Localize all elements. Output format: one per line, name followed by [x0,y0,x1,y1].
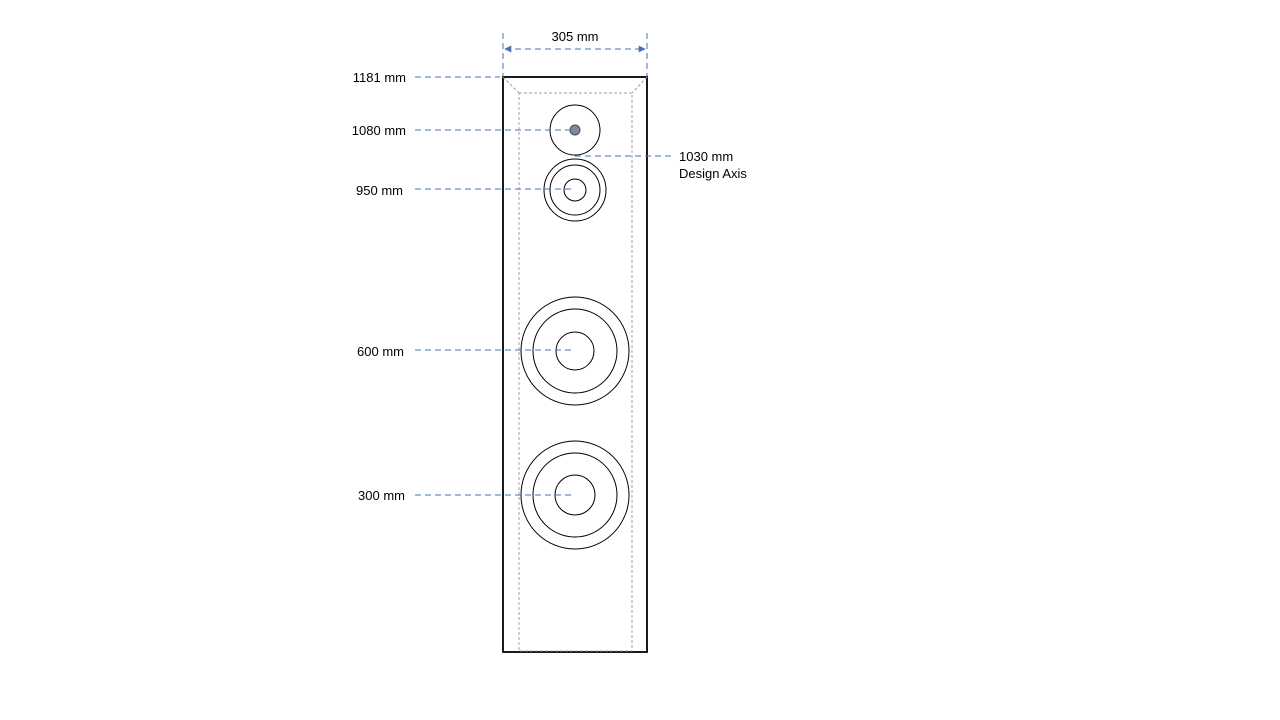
baffle-inner-frame [518,92,633,652]
label-300: 300 mm [358,488,405,503]
upper-woofer-surround [532,308,618,394]
label-1181: 1181 mm [353,70,406,85]
bevel-line-right [631,76,648,94]
midrange-dustcap [563,178,587,202]
bevel-line-left [502,76,520,94]
speaker-cabinet [502,76,648,653]
design-axis-caption: Design Axis [679,166,747,181]
midrange-surround [549,164,601,216]
design-axis-value: 1030 mm [679,149,733,164]
label-1080: 1080 mm [352,123,406,138]
midrange-outer-ring [543,158,607,222]
upper-woofer [520,296,630,406]
width-dimension: 305 mm [502,29,648,76]
upper-woofer-dustcap [555,331,595,371]
height-labels: 1181 mm 1080 mm 950 mm 600 mm 300 mm [352,70,406,503]
upper-woofer-outer-ring [520,296,630,406]
width-label: 305 mm [552,29,599,44]
label-950: 950 mm [356,183,403,198]
height-leader-lines [415,76,673,496]
label-600: 600 mm [357,344,404,359]
lower-woofer-surround [532,452,618,538]
cabinet-outline [502,76,648,653]
midrange-driver [543,158,607,222]
design-axis-annotation: 1030 mm Design Axis [679,149,747,181]
